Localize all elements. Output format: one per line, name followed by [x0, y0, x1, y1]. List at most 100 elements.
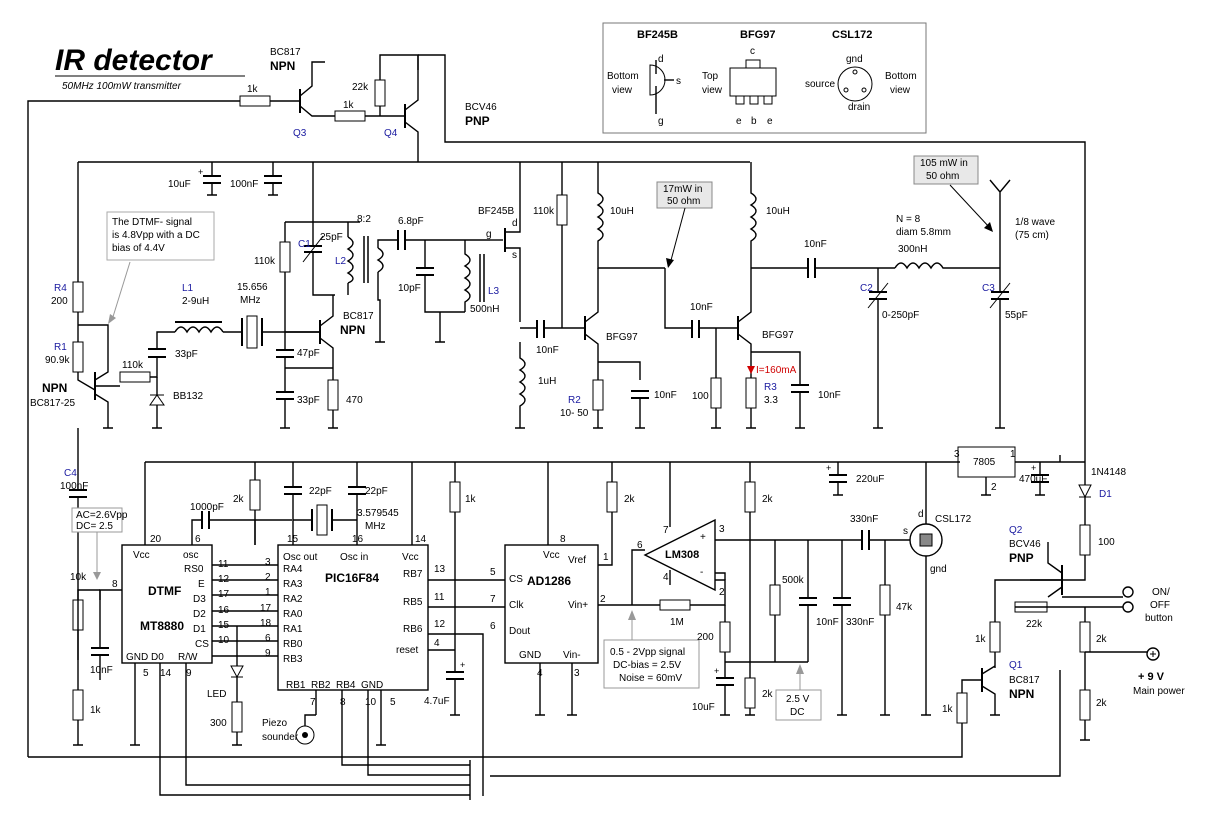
svg-text:-: -	[700, 567, 703, 578]
svg-text:E: E	[198, 579, 205, 590]
svg-text:C1: C1	[298, 239, 311, 250]
svg-text:R3: R3	[764, 382, 777, 393]
svg-text:7: 7	[663, 525, 669, 536]
svg-text:diam 5.8mm: diam 5.8mm	[896, 227, 951, 238]
svg-text:1k: 1k	[90, 705, 102, 716]
svg-text:100nF: 100nF	[60, 481, 88, 492]
svg-text:17: 17	[260, 603, 272, 614]
svg-text:10nF: 10nF	[804, 239, 827, 250]
svg-text:RB2: RB2	[311, 680, 331, 691]
svg-text:110k: 110k	[533, 206, 555, 217]
svg-text:Vin-: Vin-	[563, 650, 581, 661]
svg-text:2: 2	[600, 594, 606, 605]
svg-text:drain: drain	[848, 102, 870, 113]
svg-text:Vref: Vref	[568, 555, 586, 566]
svg-text:L2: L2	[335, 256, 347, 267]
svg-text:DC= 2.5: DC= 2.5	[76, 521, 113, 532]
svg-text:110k: 110k	[254, 256, 276, 267]
svg-text:10uH: 10uH	[766, 206, 790, 217]
svg-text:g: g	[486, 229, 492, 240]
svg-text:33pF: 33pF	[175, 349, 198, 360]
svg-text:g: g	[658, 116, 664, 127]
svg-text:3: 3	[265, 557, 271, 568]
svg-text:Bottom: Bottom	[607, 71, 639, 82]
svg-text:+: +	[826, 463, 831, 473]
svg-text:200: 200	[697, 632, 714, 643]
svg-text:DC: DC	[790, 707, 804, 718]
svg-text:view: view	[702, 85, 723, 96]
svg-text:10uH: 10uH	[610, 206, 634, 217]
svg-text:6: 6	[490, 621, 496, 632]
svg-text:GND: GND	[361, 680, 383, 691]
svg-text:10nF: 10nF	[816, 617, 839, 628]
svg-text:2.5 V: 2.5 V	[786, 694, 810, 705]
svg-text:200: 200	[51, 296, 68, 307]
svg-text:e: e	[736, 116, 742, 127]
svg-text:2k: 2k	[762, 689, 774, 700]
svg-text:1/8 wave: 1/8 wave	[1015, 217, 1055, 228]
svg-text:C4: C4	[64, 468, 77, 479]
svg-text:Osc in: Osc in	[340, 552, 368, 563]
svg-text:300: 300	[210, 718, 227, 729]
power-label: + 9 V	[1138, 671, 1165, 683]
svg-text:25pF: 25pF	[320, 232, 343, 243]
svg-text:GND: GND	[126, 652, 148, 663]
svg-text:105 mW in: 105 mW in	[920, 158, 968, 169]
svg-text:BB132: BB132	[173, 391, 203, 402]
svg-text:+: +	[1031, 463, 1036, 473]
svg-text:GND: GND	[519, 650, 541, 661]
svg-text:R1: R1	[54, 342, 67, 353]
svg-text:RA3: RA3	[283, 579, 303, 590]
svg-text:D2: D2	[193, 609, 206, 620]
svg-text:RB4: RB4	[336, 680, 356, 691]
svg-text:BC817-25: BC817-25	[30, 398, 75, 409]
svg-text:100nF: 100nF	[230, 179, 258, 190]
lm308-name: LM308	[665, 549, 699, 561]
svg-text:OFF: OFF	[1150, 600, 1170, 611]
ad1286-name: AD1286	[527, 574, 571, 588]
svg-text:BFG97: BFG97	[762, 330, 794, 341]
svg-text:NPN: NPN	[270, 59, 295, 73]
svg-text:LED: LED	[207, 689, 226, 700]
svg-text:RB1: RB1	[286, 680, 306, 691]
ground-stubs	[73, 194, 1090, 746]
svg-text:(75 cm): (75 cm)	[1015, 230, 1049, 241]
svg-text:CS: CS	[195, 639, 209, 650]
svg-text:ON/: ON/	[1152, 587, 1170, 598]
svg-text:s: s	[903, 526, 908, 537]
rf-supply-rail: + 10uF 100nF	[77, 161, 750, 282]
svg-text:sounder: sounder	[262, 732, 299, 743]
svg-text:1k: 1k	[975, 634, 987, 645]
svg-text:Piezo: Piezo	[262, 718, 287, 729]
svg-text:1k: 1k	[247, 84, 259, 95]
svg-text:33pF: 33pF	[297, 395, 320, 406]
q4-ref: Q4	[384, 128, 398, 139]
svg-text:BC817: BC817	[270, 47, 301, 58]
svg-text:1k: 1k	[465, 494, 477, 505]
svg-text:4.7uF: 4.7uF	[424, 696, 450, 707]
svg-text:2k: 2k	[1096, 634, 1108, 645]
svg-text:470uF: 470uF	[1019, 474, 1047, 485]
svg-text:3: 3	[954, 449, 960, 460]
svg-text:10- 50: 10- 50	[560, 408, 589, 419]
svg-text:22pF: 22pF	[365, 486, 388, 497]
svg-text:14: 14	[415, 534, 427, 545]
lm308-amplifier: LM308 7 6 4 3 2 + - 200 + 10uF 2k 2k 500…	[637, 462, 972, 721]
svg-text:C2: C2	[860, 283, 873, 294]
svg-text:MHz: MHz	[240, 295, 261, 306]
svg-text:Vin+: Vin+	[568, 600, 588, 611]
svg-text:220uF: 220uF	[856, 474, 884, 485]
rf-amplifier-section: BF245B d g s 1uH 10nF 110k BFG97 10uH R2…	[478, 155, 1055, 428]
svg-text:2k: 2k	[1096, 698, 1108, 709]
svg-text:RS0: RS0	[184, 564, 204, 575]
svg-text:osc: osc	[183, 550, 199, 561]
svg-text:11: 11	[434, 592, 445, 603]
page-subtitle: 50MHz 100mW transmitter	[62, 81, 182, 92]
svg-text:Q1: Q1	[1009, 660, 1023, 671]
svg-text:3.579545: 3.579545	[357, 508, 399, 519]
svg-text:C3: C3	[982, 283, 995, 294]
svg-text:Vcc: Vcc	[543, 550, 560, 561]
svg-text:7: 7	[310, 697, 316, 708]
svg-text:10uF: 10uF	[692, 702, 715, 713]
